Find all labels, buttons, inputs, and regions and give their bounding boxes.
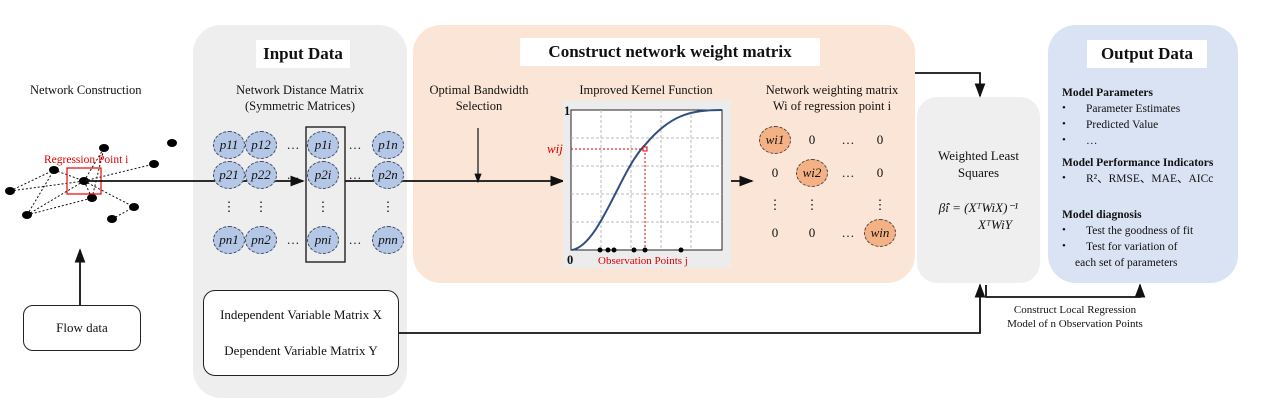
local-regression-label-2: Model of n Observation Points xyxy=(1007,318,1143,330)
wls-title: Weighted Least xyxy=(938,148,1019,163)
kernel-origin: 0 xyxy=(567,253,574,267)
matrix-cell: p12 xyxy=(245,131,277,159)
network-graph xyxy=(9,147,155,220)
wls-panel xyxy=(917,97,1040,283)
column-i-highlight xyxy=(305,126,346,263)
wls-formula-2: XᵀWiY xyxy=(978,217,1012,232)
matrix-cell: pni xyxy=(307,226,339,254)
weight-matrix-title: Network weighting matrix xyxy=(765,83,899,97)
bullet-icon: • xyxy=(1062,224,1066,236)
output-section-heading: Model diagnosis xyxy=(1062,209,1142,221)
bullet-icon: • xyxy=(1062,134,1066,146)
matrix-cell: p11 xyxy=(213,131,245,159)
construct-title: Construct network weight matrix xyxy=(520,38,820,66)
output-list-item: … xyxy=(1086,135,1098,147)
matrix-subtitle: (Symmetric Matrices) xyxy=(244,99,356,113)
weight-cell: wi2 xyxy=(796,159,828,187)
matrix-ellipsis: ⋮ xyxy=(222,199,236,214)
observation-points-label: Observation Points j xyxy=(598,255,688,267)
output-list-item: R²、RMSE、MAE、AICc xyxy=(1086,173,1214,185)
matrix-cell: p1i xyxy=(307,131,339,159)
network-nodes xyxy=(5,139,177,223)
independent-variable-label: Independent Variable Matrix X xyxy=(220,307,382,322)
observation-points xyxy=(597,247,684,253)
flow-data-label: Flow data xyxy=(56,320,108,335)
matrix-cell: pnn xyxy=(372,226,404,254)
kernel-wij: wij xyxy=(547,141,563,156)
variable-matrix-box: Independent Variable Matrix X Dependent … xyxy=(203,290,399,376)
weight-zero-cell: 0 xyxy=(876,165,884,180)
weight-zero-cell: ⋮ xyxy=(805,197,819,212)
weight-zero-cell: ⋮ xyxy=(873,197,887,212)
matrix-ellipsis: … xyxy=(348,167,362,182)
weight-zero-cell: … xyxy=(841,165,855,180)
output-list-item: Predicted Value xyxy=(1086,119,1159,131)
output-panel xyxy=(1048,25,1238,283)
wls-title-2: Squares xyxy=(957,165,1000,180)
matrix-ellipsis: … xyxy=(348,137,362,152)
matrix-ellipsis: … xyxy=(286,232,300,247)
weight-zero-cell: ⋮ xyxy=(768,197,782,212)
weight-zero-cell: … xyxy=(841,225,855,240)
kernel-title: Improved Kernel Function xyxy=(579,83,713,97)
weight-zero-cell: 0 xyxy=(771,225,779,240)
weight-cell: wi1 xyxy=(759,126,791,154)
wls-formula-1: β̂i = (XᵀWiX)⁻¹ xyxy=(938,200,1019,215)
bullet-icon: • xyxy=(1062,240,1066,252)
kernel-y-top: 1 xyxy=(564,104,571,118)
matrix-ellipsis: ⋮ xyxy=(381,199,395,214)
dependent-variable-label: Dependent Variable Matrix Y xyxy=(224,343,378,358)
matrix-cell: pn1 xyxy=(213,226,245,254)
matrix-title: Network Distance Matrix xyxy=(236,83,364,97)
matrix-ellipsis: … xyxy=(286,137,300,152)
matrix-cell: p21 xyxy=(213,161,245,189)
input-data-title: Input Data xyxy=(256,40,350,68)
matrix-ellipsis: ⋮ xyxy=(254,199,268,214)
regression-point-label: Regression Point i xyxy=(44,154,129,166)
network-construction-label: Network Construction xyxy=(30,83,142,97)
matrix-ellipsis: ⋮ xyxy=(316,199,330,214)
weight-cell: win xyxy=(864,219,896,247)
bandwidth-label-2: Selection xyxy=(455,99,503,113)
matrix-cell: p2n xyxy=(372,161,404,189)
output-list-item: each set of parameters xyxy=(1075,257,1178,269)
bullet-icon: • xyxy=(1062,118,1066,130)
output-section-heading: Model Performance Indicators xyxy=(1062,157,1214,169)
bullet-icon: • xyxy=(1062,102,1066,114)
matrix-ellipsis: … xyxy=(286,167,300,182)
output-title: Output Data xyxy=(1087,40,1207,68)
matrix-cell: p2i xyxy=(307,161,339,189)
output-list-item: Test for variation of xyxy=(1086,241,1178,253)
weight-zero-cell: 0 xyxy=(808,132,816,147)
weight-zero-cell: 0 xyxy=(808,225,816,240)
output-list-item: Parameter Estimates xyxy=(1086,103,1181,115)
flow-data-box: Flow data xyxy=(23,305,141,351)
kernel-curve xyxy=(571,109,723,251)
bullet-icon: • xyxy=(1062,172,1066,184)
matrix-cell: pn2 xyxy=(245,226,277,254)
bandwidth-label: Optimal Bandwidth xyxy=(429,83,529,97)
weight-zero-cell: 0 xyxy=(771,165,779,180)
local-regression-label: Construct Local Regression xyxy=(1013,304,1137,316)
matrix-cell: p1n xyxy=(372,131,404,159)
weight-matrix-subtitle: Wi of regression point i xyxy=(772,99,892,113)
output-section-heading: Model Parameters xyxy=(1062,87,1154,99)
output-list-item: Test the goodness of fit xyxy=(1086,225,1194,237)
matrix-cell: p22 xyxy=(245,161,277,189)
weight-zero-cell: … xyxy=(841,132,855,147)
matrix-ellipsis: … xyxy=(348,232,362,247)
weight-zero-cell: 0 xyxy=(876,132,884,147)
